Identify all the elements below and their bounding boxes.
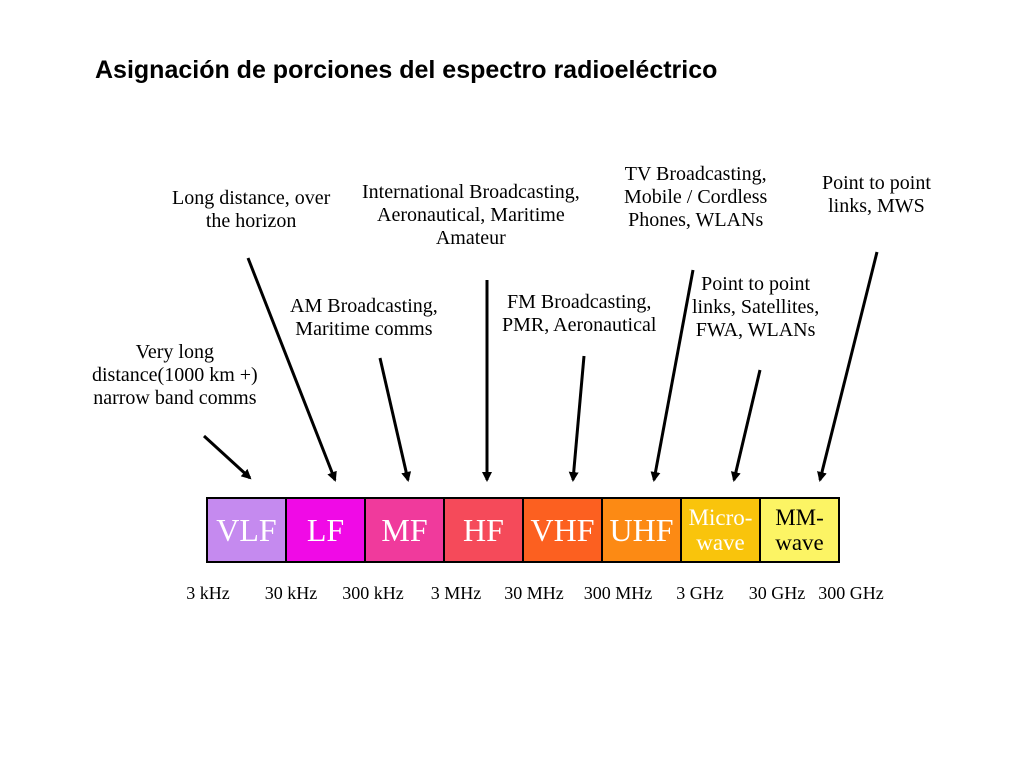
band-microwave: Micro- wave bbox=[682, 499, 761, 561]
band-lf: LF bbox=[287, 499, 366, 561]
freq-label: 3 kHz bbox=[186, 583, 230, 603]
spectrum-band-bar: VLF LF MF HF VHF UHF Micro- wave MM- wav… bbox=[206, 497, 840, 563]
band-mm-wave: MM- wave bbox=[761, 499, 838, 561]
arrow-p2p-mws bbox=[817, 251, 879, 482]
freq-label: 300 kHz bbox=[342, 583, 404, 603]
label-fm-broadcasting: FM Broadcasting, PMR, Aeronautical bbox=[502, 291, 657, 336]
page-title: Asignación de porciones del espectro rad… bbox=[95, 56, 718, 84]
band-hf: HF bbox=[445, 499, 524, 561]
label-long-distance: Long distance, over the horizon bbox=[172, 187, 331, 232]
label-am-broadcasting: AM Broadcasting, Maritime comms bbox=[290, 295, 438, 340]
arrow-p2p-sat bbox=[730, 369, 762, 482]
arrow-am bbox=[378, 357, 412, 482]
arrow-long-distance bbox=[246, 257, 337, 482]
label-tv-broadcasting: TV Broadcasting, Mobile / Cordless Phone… bbox=[624, 163, 768, 231]
freq-label: 3 GHz bbox=[676, 583, 724, 603]
label-point-to-point-mws: Point to point links, MWS bbox=[822, 172, 931, 217]
arrow-tv bbox=[650, 269, 695, 482]
label-very-long-distance: Very long distance(1000 km +) narrow ban… bbox=[92, 341, 258, 409]
band-vlf: VLF bbox=[208, 499, 287, 561]
freq-label: 300 GHz bbox=[818, 583, 884, 603]
band-vhf: VHF bbox=[524, 499, 603, 561]
band-mf: MF bbox=[366, 499, 445, 561]
label-point-to-point-satellites: Point to point links, Satellites, FWA, W… bbox=[692, 273, 820, 341]
arrow-fm bbox=[568, 355, 586, 482]
freq-label: 30 GHz bbox=[748, 583, 806, 603]
freq-label: 300 MHz bbox=[583, 583, 653, 603]
arrow-very-long bbox=[202, 434, 252, 480]
freq-label: 3 MHz bbox=[430, 583, 482, 603]
freq-label: 30 kHz bbox=[264, 583, 318, 603]
label-international-broadcasting: International Broadcasting, Aeronautical… bbox=[362, 181, 580, 249]
freq-label: 30 MHz bbox=[504, 583, 564, 603]
band-uhf: UHF bbox=[603, 499, 682, 561]
